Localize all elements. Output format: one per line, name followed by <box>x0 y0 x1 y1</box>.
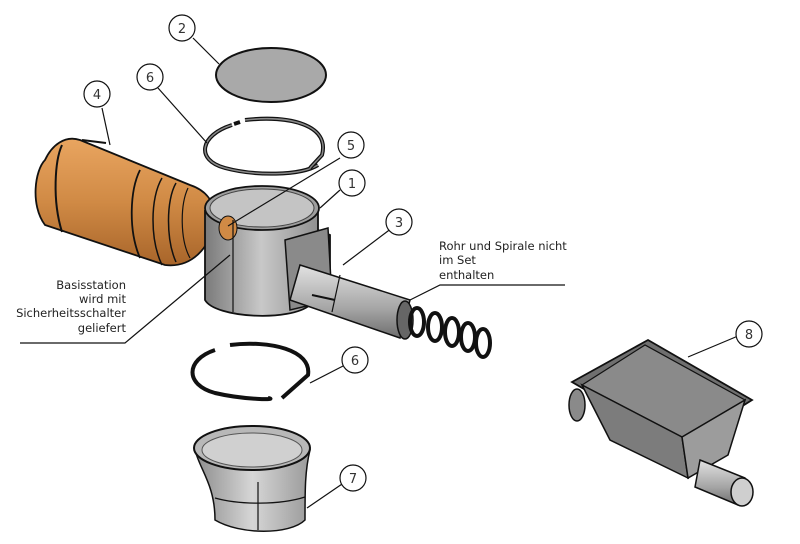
callout-number: 6 <box>146 71 154 86</box>
callout-3: 3 <box>385 208 413 236</box>
callout-number: 4 <box>93 88 101 103</box>
callout-8: 8 <box>735 320 763 348</box>
note-line: enthalten <box>439 268 494 282</box>
part-ring-lower <box>190 341 311 402</box>
callout-number: 8 <box>745 328 753 343</box>
callout-number: 7 <box>349 472 357 487</box>
part-ring-upper <box>203 116 326 176</box>
note-rohr: Rohr und Spirale nicht im Set enthalten <box>439 239 567 282</box>
part-spiral <box>408 306 492 359</box>
callout-number: 1 <box>348 177 356 192</box>
part-trough <box>568 338 754 507</box>
callout-5: 5 <box>337 131 365 159</box>
part-tube <box>289 264 414 340</box>
callout-number: 6 <box>351 354 359 369</box>
note-line: geliefert <box>78 321 127 335</box>
callout-number: 3 <box>395 216 403 231</box>
part-funnel <box>193 425 311 532</box>
callout-1: 1 <box>338 169 366 197</box>
callout-2: 2 <box>168 14 196 42</box>
callout-number: 2 <box>178 22 186 37</box>
callout-number: 5 <box>347 139 355 154</box>
note-basis: Basisstation wird mit Sicherheitsschalte… <box>16 278 126 335</box>
leader-lines <box>20 37 739 509</box>
callout-6-lower: 6 <box>341 346 369 374</box>
note-line: wird mit <box>79 292 126 306</box>
note-line: im Set <box>439 253 476 267</box>
note-line: Rohr und Spirale nicht <box>439 239 567 253</box>
note-line: Basisstation <box>56 278 126 292</box>
part-lid <box>215 47 327 103</box>
callout-6-upper: 6 <box>136 63 164 91</box>
callout-4: 4 <box>83 80 111 108</box>
callout-7: 7 <box>339 464 367 492</box>
part-motor <box>34 137 216 267</box>
note-line: Sicherheitsschalter <box>16 306 126 320</box>
